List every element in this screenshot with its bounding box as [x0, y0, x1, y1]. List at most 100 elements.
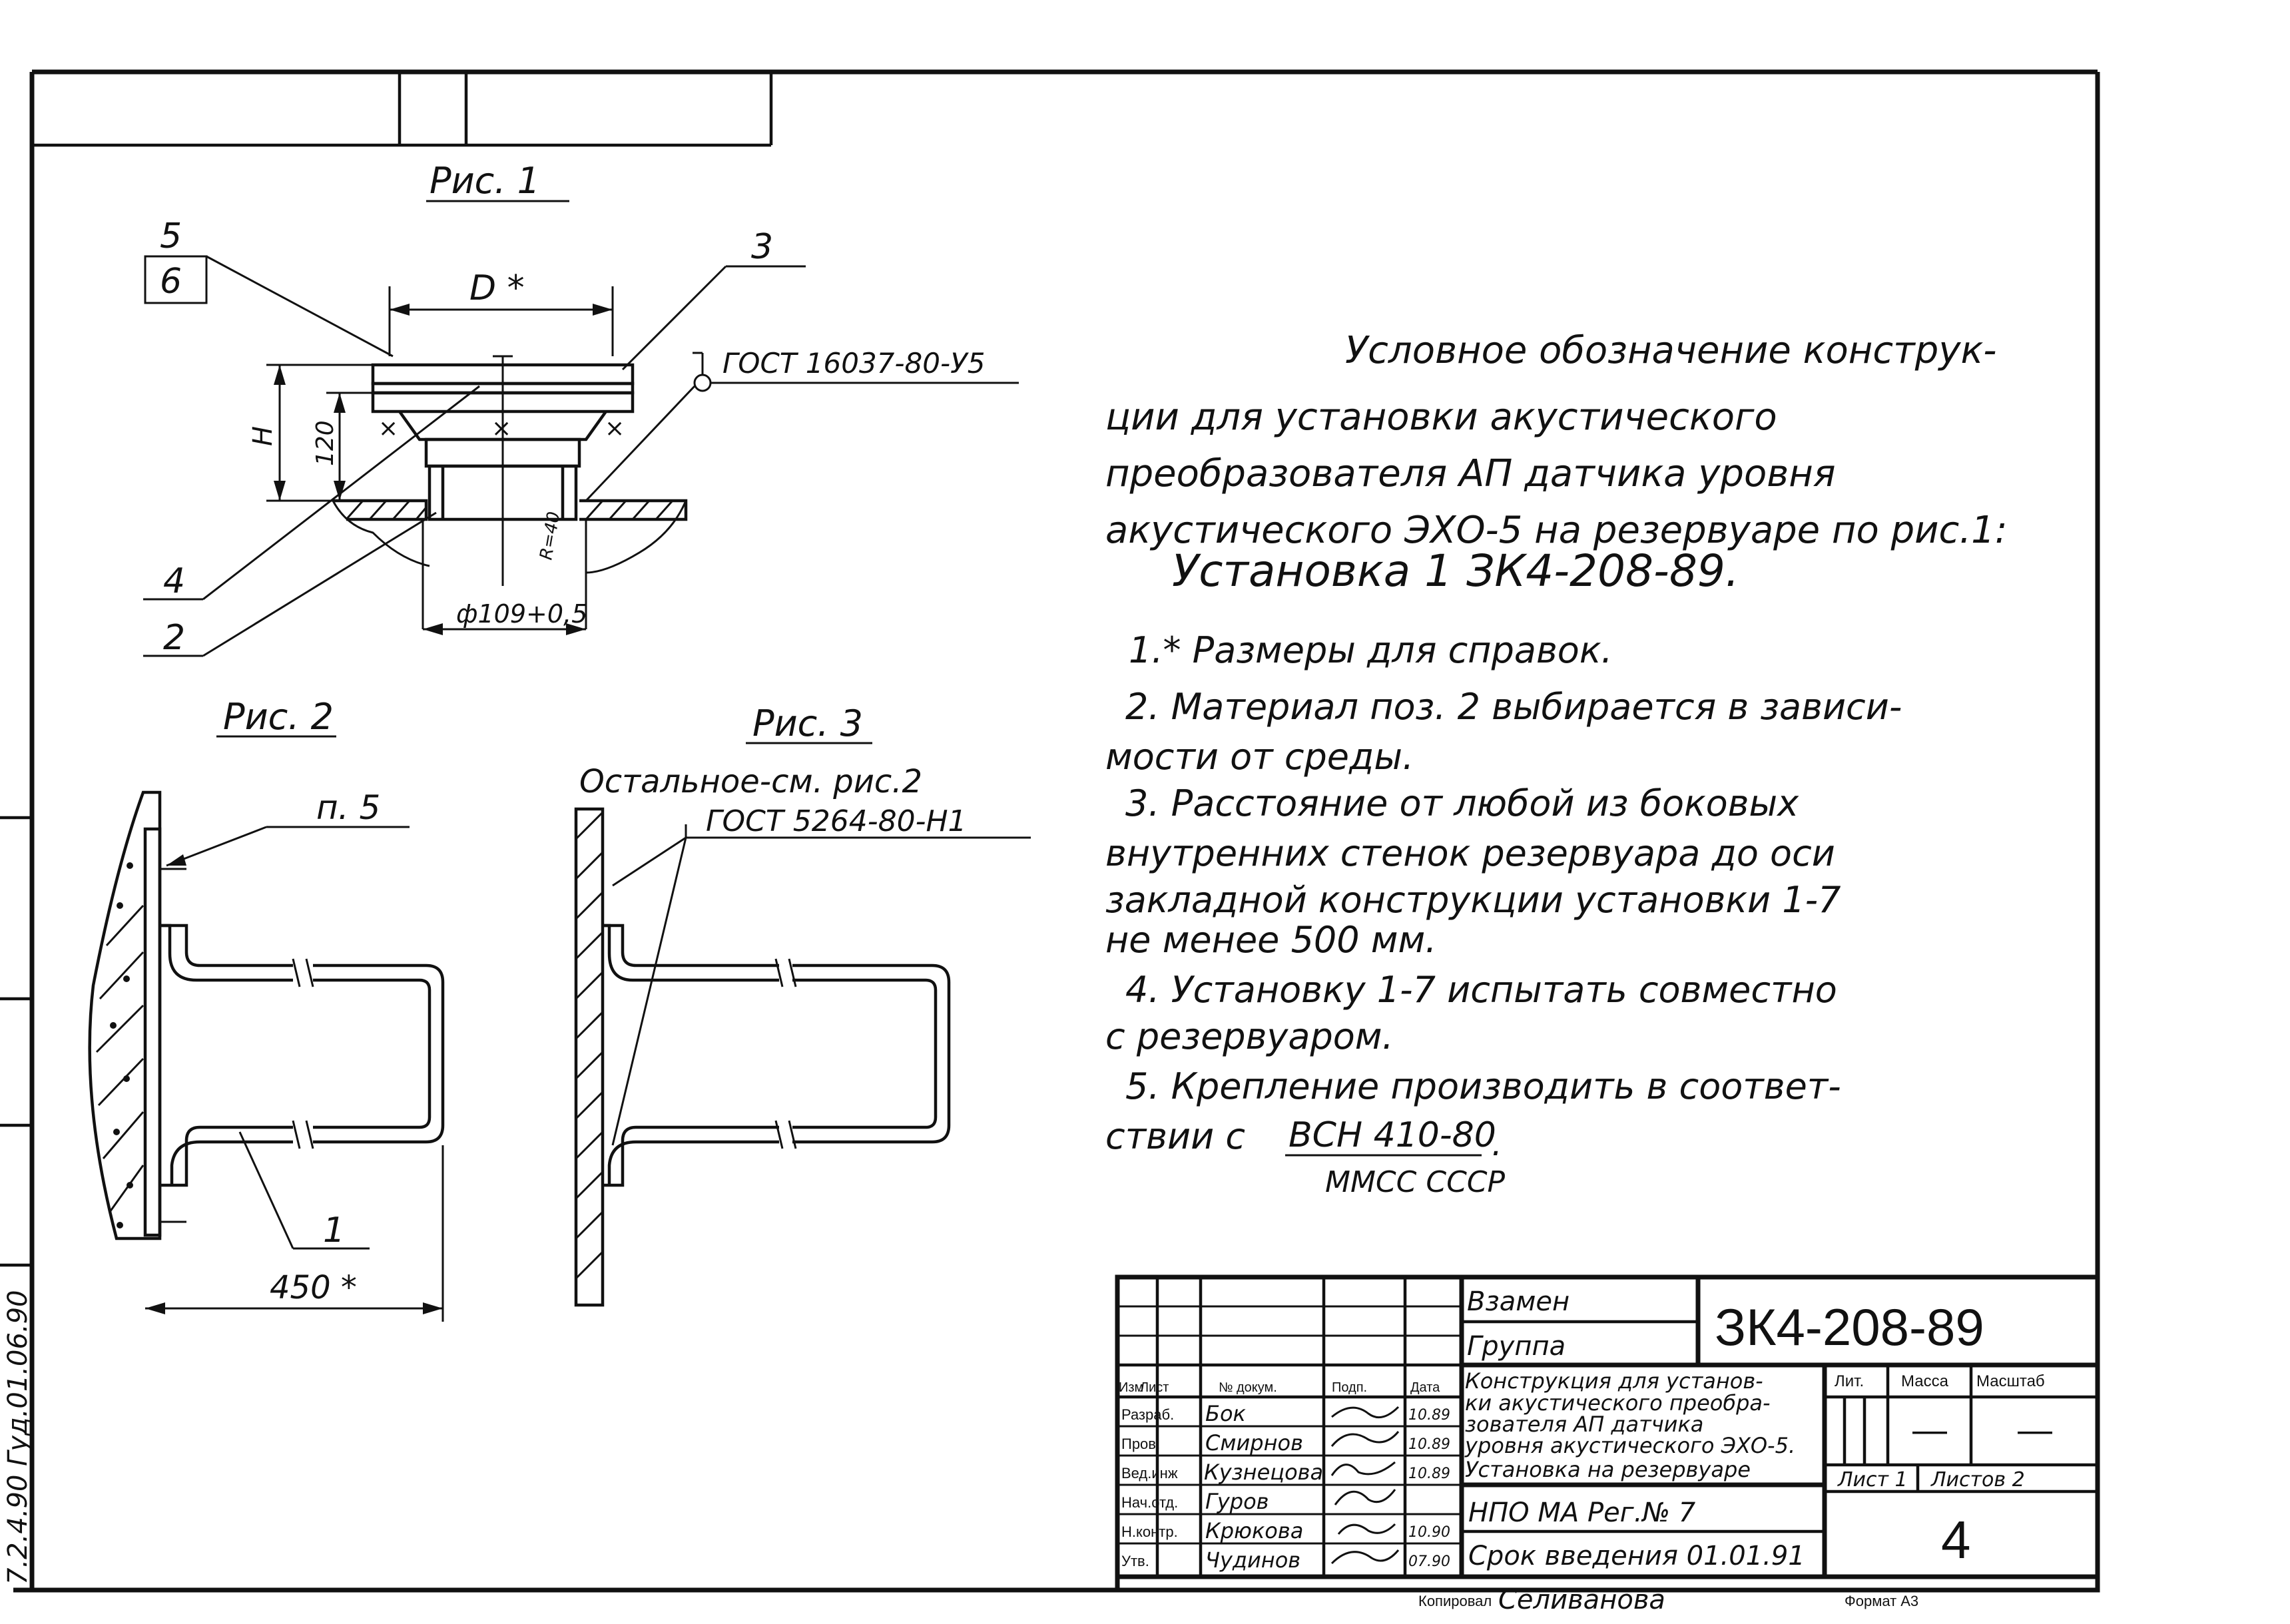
- figure-3-title: Рис. 3: [752, 702, 863, 744]
- description-line-3: преобразователя АП датчика уровня: [1105, 452, 1836, 495]
- figure-1: Рис. 1 5 6 3 D * × × ×: [143, 160, 1019, 658]
- signer-name-1: Бок: [1205, 1401, 1247, 1426]
- col-header-rev: Изм: [1119, 1380, 1143, 1395]
- callout-3: 3: [751, 227, 773, 267]
- signature-4: [1334, 1489, 1396, 1505]
- col-header-date: Дата: [1410, 1380, 1440, 1395]
- figure-2-pos: 1: [323, 1211, 345, 1250]
- figure-3-gost: ГОСТ 5264-80-Н1: [706, 804, 967, 838]
- signature-5: [1337, 1523, 1396, 1535]
- signer-name-5: Крюкова: [1205, 1518, 1303, 1543]
- callout-4: 4: [163, 561, 185, 601]
- signer-date-6: 07.90: [1408, 1553, 1450, 1570]
- note-line-7: не менее 500 мм.: [1105, 919, 1436, 961]
- signer-role-1: Разраб.: [1121, 1406, 1174, 1423]
- scale-label: Масштаб: [1976, 1372, 2045, 1390]
- margin-stamp: 7.2.4.90 Гуд.01.06.90: [3, 1290, 33, 1585]
- sheets-label: Листов 2: [1930, 1468, 2025, 1491]
- figure-2-dimension: 450 *: [270, 1269, 357, 1306]
- note-ref-bottom: ММСС СССР: [1325, 1165, 1506, 1199]
- svg-text:×: ×: [491, 415, 511, 442]
- sheet-frame: [0, 69, 2100, 1593]
- col-header-sign: Подп.: [1332, 1380, 1367, 1395]
- signer-role-2: Пров.: [1121, 1436, 1160, 1452]
- title-block: Взамен Группа ЗК4-208-89 Конструкция для…: [1115, 1274, 2100, 1593]
- note-ref-top: ВСН 410-80: [1288, 1115, 1496, 1155]
- svg-text:×: ×: [378, 415, 398, 442]
- date-introduced: Срок введения 01.01.91: [1468, 1541, 1805, 1571]
- figure-3: Рис. 3 Остальное-см. рис.2 ГОСТ 5264-80-…: [574, 702, 1031, 1307]
- sheet-label: Лист 1: [1837, 1468, 1908, 1491]
- note-line-1: 1.* Размеры для справок.: [1129, 629, 1613, 671]
- signer-role-6: Утв.: [1121, 1553, 1149, 1569]
- note-line-4: 3. Расстояние от любой из боковых: [1125, 782, 1799, 824]
- doc-name-line-4: уровня акустического ЭХО-5.: [1464, 1433, 1795, 1458]
- signer-role-3: Вед.инж: [1121, 1465, 1178, 1482]
- signer-date-1: 10.89: [1408, 1407, 1450, 1424]
- signer-name-4: Гуров: [1205, 1489, 1269, 1514]
- signer-role-4: Нач.отд.: [1121, 1494, 1178, 1511]
- note-line-5: внутренних стенок резервуара до оси: [1105, 832, 1835, 874]
- copied-label: Копировал: [1418, 1593, 1492, 1609]
- signer-date-3: 10.89: [1408, 1466, 1450, 1482]
- lit-label: Лит.: [1835, 1372, 1864, 1390]
- doc-name-line-2: ки акустического преобра-: [1465, 1390, 1771, 1416]
- doc-name-line-1: Конструкция для установ-: [1465, 1368, 1763, 1394]
- callout-5: 5: [160, 216, 182, 256]
- footer: Копировал Селиванова Формат А3: [1418, 1585, 1918, 1615]
- description-line-2: ции для установки акустического: [1105, 396, 1777, 439]
- mass-value: —: [1912, 1411, 1947, 1450]
- signer-name-6: Чудинов: [1205, 1547, 1300, 1573]
- figure-3-note: Остальное-см. рис.2: [579, 763, 922, 800]
- signer-role-5: Н.контр.: [1121, 1523, 1178, 1540]
- note-line-2: 2. Материал поз. 2 выбирается в зависи-: [1125, 686, 1902, 728]
- dimension-diameter: ф109+0,5: [456, 599, 587, 629]
- note-line-8: 4. Установку 1-7 испытать совместно: [1125, 969, 1837, 1011]
- signer-date-2: 10.89: [1408, 1436, 1450, 1453]
- scale-value: —: [2018, 1411, 2052, 1450]
- figure-1-title: Рис. 1: [429, 160, 540, 202]
- note-line-9: с резервуаром.: [1105, 1015, 1394, 1057]
- replaced-label: Взамен: [1467, 1286, 1570, 1317]
- document-code: ЗК4-208-89: [1715, 1298, 1984, 1356]
- signature-6: [1330, 1549, 1400, 1565]
- note-line-3: мости от среды.: [1105, 736, 1414, 778]
- mass-label: Масса: [1901, 1372, 1949, 1390]
- note-line-11: ствии с: [1105, 1115, 1245, 1157]
- description-line-4: акустического ЭХО-5 на резервуаре по рис…: [1105, 509, 2008, 552]
- dimension-d: D *: [469, 268, 525, 308]
- signer-name-3: Кузнецова: [1204, 1460, 1323, 1485]
- description-line-1: Условное обозначение конструк-: [1345, 329, 1997, 372]
- callout-6: 6: [160, 262, 182, 302]
- signer-name-2: Смирнов: [1205, 1430, 1303, 1456]
- installation-code: Установка 1 ЗК4-208-89.: [1172, 545, 1739, 597]
- dimension-120: 120: [312, 420, 339, 466]
- notes-block: 1.* Размеры для справок. 2. Материал поз…: [1105, 629, 1902, 1199]
- svg-text:×: ×: [605, 415, 625, 442]
- margin-stamp-text: 7.2.4.90 Гуд.01.06.90: [3, 1290, 33, 1585]
- figure-2-ref: п. 5: [316, 788, 380, 827]
- radius-label: R=40: [536, 510, 564, 561]
- col-header-doc: № докум.: [1219, 1380, 1277, 1395]
- callout-2: 2: [163, 618, 185, 658]
- doc-name-line-3: зователя АП датчика: [1465, 1412, 1703, 1437]
- svg-text:.: .: [1492, 1125, 1502, 1163]
- note-line-10: 5. Крепление производить в соответ-: [1125, 1065, 1841, 1107]
- col-header-sheet: Лист: [1140, 1380, 1169, 1395]
- dimension-h: H: [248, 426, 278, 446]
- description-block: Условное обозначение конструк- ции для у…: [1105, 329, 2008, 597]
- signature-1: [1331, 1406, 1400, 1419]
- signature-3: [1330, 1461, 1396, 1476]
- signature-2: [1330, 1431, 1400, 1447]
- figure-2-title: Рис. 2: [223, 696, 334, 738]
- sheet-number: 4: [1941, 1510, 1971, 1569]
- weld-gost-label: ГОСТ 16037-80-У5: [722, 347, 985, 380]
- doc-name-line-5: Установка на резервуаре: [1465, 1457, 1751, 1482]
- organization: НПО МА Рег.№ 7: [1468, 1497, 1696, 1528]
- group-label: Группа: [1467, 1331, 1566, 1362]
- copied-name: Селиванова: [1498, 1585, 1665, 1615]
- figure-2: Рис. 2 п. 5: [88, 696, 445, 1322]
- format-label: Формат А3: [1845, 1593, 1918, 1609]
- signer-date-5: 10.90: [1408, 1524, 1450, 1541]
